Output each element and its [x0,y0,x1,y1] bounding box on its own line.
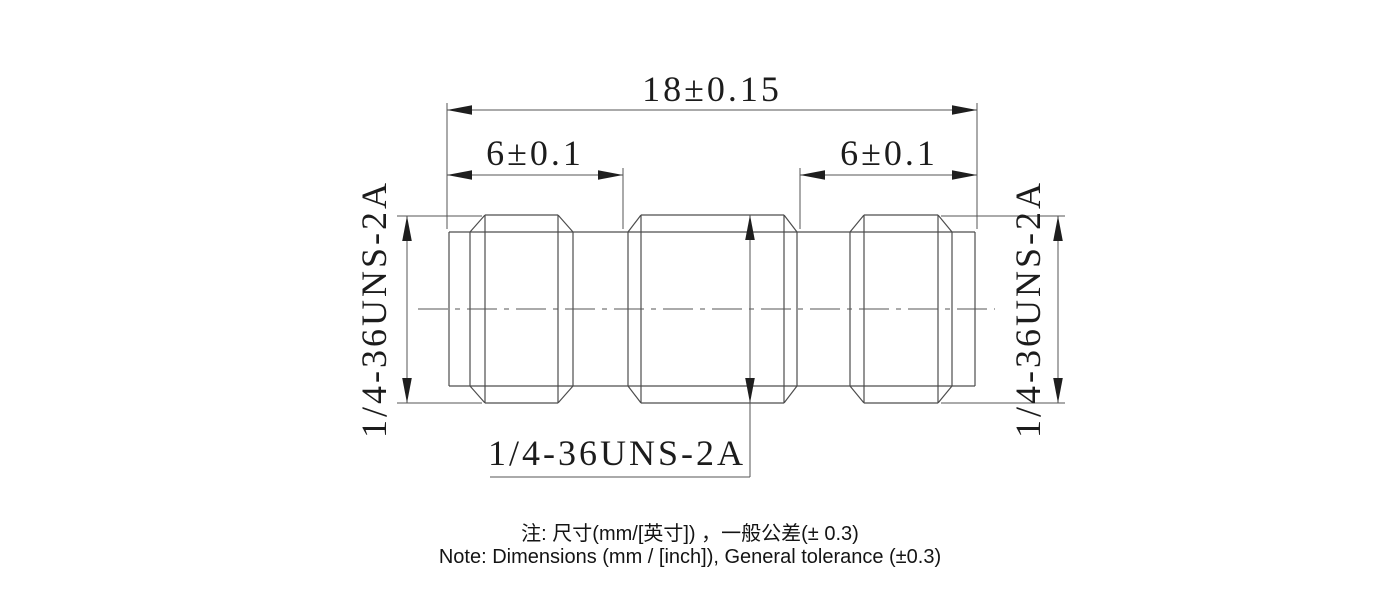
dim-center-thread-arrow-bottom [745,378,755,403]
note-line-english: Note: Dimensions (mm / [inch]), General … [439,546,941,568]
dim-right-thread: 1/4-36UNS-2A [1008,180,1063,438]
dim-overall-text: 18±0.15 [642,69,782,109]
dim-right-segment-arrow-left [800,170,825,180]
thread-callout-center: 1/4-36UNS-2A [488,433,746,473]
thread-callout-left: 1/4-36UNS-2A [354,180,394,438]
dim-left-segment-arrow-right [598,170,623,180]
dim-overall-length: 18±0.15 [447,69,977,115]
dim-left-segment-text: 6±0.1 [486,133,584,173]
dim-center-thread: 1/4-36UNS-2A [488,215,755,478]
horizontal-extension-lines [397,215,1065,404]
dim-overall-arrow-right [952,105,977,115]
notes-block: 注: 尺寸(mm/[英寸]) ，一般公差(± 0.3) Note: Dimens… [439,522,941,568]
chamfer-diagonals [469,214,953,404]
small-diameter-edges [449,231,975,387]
dim-left-segment: 6±0.1 [447,133,623,180]
note-line-chinese: 注: 尺寸(mm/[英寸]) ，一般公差(± 0.3) [521,522,859,545]
dim-right-segment-arrow-right [952,170,977,180]
dim-left-thread: 1/4-36UNS-2A [354,180,412,438]
dim-left-segment-arrow-left [447,170,472,180]
dim-right-segment: 6±0.1 [800,133,977,180]
vertical-extension-lines [446,103,978,229]
dim-right-segment-text: 6±0.1 [840,133,938,173]
dim-right-thread-arrow-top [1053,216,1063,241]
extension-lines [397,103,1065,404]
dim-right-thread-arrow-bottom [1053,378,1063,403]
dim-overall-arrow-left [447,105,472,115]
dim-center-thread-arrow-top [745,215,755,240]
dim-left-thread-arrow-bottom [402,378,412,403]
thread-callout-right: 1/4-36UNS-2A [1008,180,1048,438]
dim-left-thread-arrow-top [402,216,412,241]
